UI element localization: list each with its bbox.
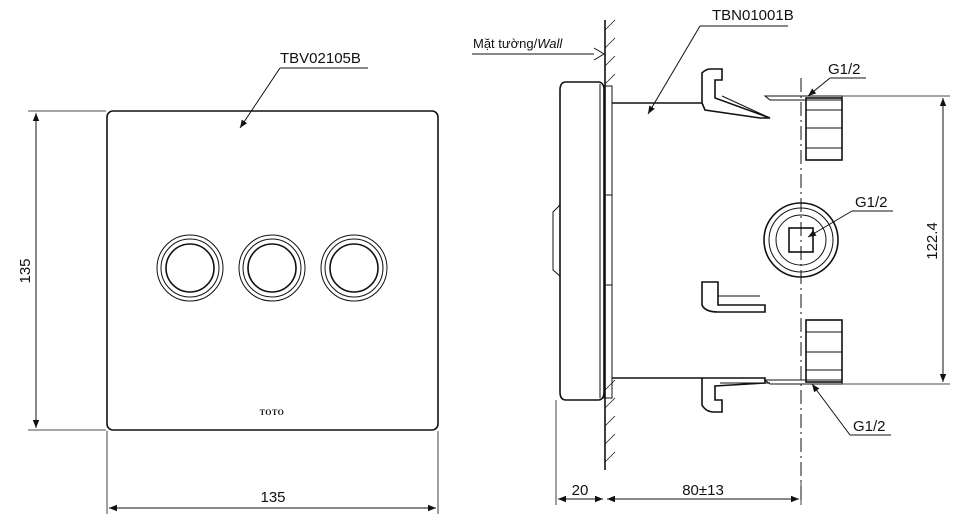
flush-button-middle bbox=[238, 234, 306, 302]
port-top-label: G1/2 bbox=[828, 61, 861, 78]
front-view: TOTO TBV02105B 135 135 bbox=[17, 50, 439, 514]
flush-button-right bbox=[320, 234, 388, 302]
model-leader bbox=[239, 67, 281, 129]
side-view: Mặt tường/Wall bbox=[472, 7, 950, 505]
port-middle-label: G1/2 bbox=[855, 194, 888, 211]
cover-plate-outline bbox=[106, 110, 439, 431]
wall-reference-arrow bbox=[593, 47, 605, 61]
brand-logo: TOTO bbox=[260, 408, 285, 417]
cover-depth-dimension: 20 bbox=[572, 482, 589, 499]
port-bottom-label: G1/2 bbox=[853, 418, 886, 435]
port-assembly bbox=[763, 95, 843, 385]
body-leader bbox=[647, 25, 701, 115]
flush-button-left bbox=[156, 234, 224, 302]
front-height-dimension: 135 bbox=[17, 258, 34, 283]
side-height-dimension: 122.4 bbox=[924, 222, 941, 260]
wall-hatching bbox=[604, 19, 616, 463]
body-label: TBN01001B bbox=[712, 7, 794, 24]
body-depth-dimension: 80±13 bbox=[682, 482, 724, 499]
front-width-dimension: 135 bbox=[260, 489, 285, 506]
cover-plate-side bbox=[552, 81, 613, 401]
in-wall-body bbox=[612, 68, 771, 413]
model-label: TBV02105B bbox=[280, 50, 361, 67]
wall-label: Mặt tường/Wall bbox=[473, 36, 563, 51]
